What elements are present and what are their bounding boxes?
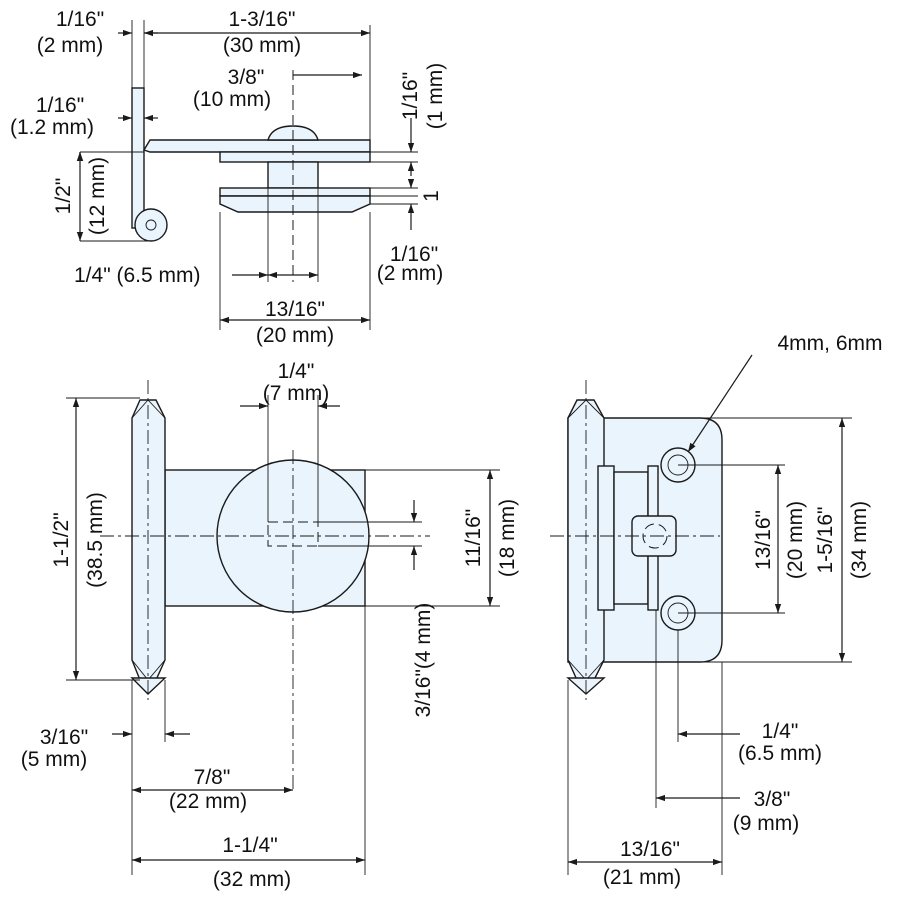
front-width-in: 1-1/4" — [222, 834, 277, 857]
side-base — [219, 195, 371, 213]
side-pin-thickness-mm: (2 mm) — [37, 34, 104, 57]
front-slot-width-mm: (7 mm) — [263, 382, 330, 405]
front-center-mm: (22 mm) — [169, 790, 247, 813]
side-view: 1/16" (2 mm) 1-3/16" (30 mm) 3/8" (10 mm… — [10, 8, 447, 347]
side-bottom-plate — [219, 187, 371, 197]
rear-width-mm: (21 mm) — [603, 866, 681, 889]
front-disc-mm: (18 mm) — [496, 499, 519, 577]
side-overall-width-mm: (30 mm) — [223, 34, 301, 57]
front-view: 1/4" (7 mm) 1-1/2" (38.5 mm) 11/16" (18 … — [21, 360, 519, 891]
side-pin-thickness-in: 1/16" — [56, 8, 104, 31]
front-pin-tip — [130, 677, 167, 695]
rear-clamp-edge — [597, 465, 615, 611]
rear-clamp-mm: (9 mm) — [733, 812, 800, 835]
front-center-in: 7/8" — [194, 766, 231, 789]
side-knuckle — [134, 208, 168, 242]
side-boss-width: 1/4" (6.5 mm) — [74, 264, 200, 287]
front-slot-height: 3/16"(4 mm) — [412, 603, 435, 718]
side-screw-offset-mm: (10 mm) — [193, 88, 271, 111]
rear-clamp-in: 3/8" — [754, 788, 791, 811]
side-bottom-plate-in: 1/16" — [390, 243, 438, 266]
side-top-plate-in: 1/16" — [399, 72, 422, 120]
front-height-mm: (38.5 mm) — [84, 492, 107, 588]
side-leaf — [131, 87, 145, 229]
side-plate-width-mm: (20 mm) — [256, 324, 334, 347]
side-knuckle-hole — [145, 219, 157, 231]
rear-hole-edge-in: 1/4" — [762, 720, 799, 743]
front-disc-in: 11/16" — [462, 509, 485, 567]
side-leaf-thickness-in: 1/16" — [36, 94, 84, 117]
front-slot-width-in: 1/4" — [278, 360, 315, 383]
rear-hole-spacing-mm: (20 mm) — [784, 501, 807, 579]
rear-width-in: 13/16" — [620, 838, 680, 861]
side-overall-width-in: 1-3/16" — [229, 8, 296, 31]
front-knuckle-in: 3/16" — [40, 726, 88, 749]
rear-hole-spacing-in: 13/16" — [752, 510, 775, 570]
front-pin — [131, 399, 166, 681]
side-top-plate — [219, 151, 371, 163]
side-bottom-plate-mm: (2 mm) — [377, 262, 444, 285]
side-top-plate-mm: (1 mm) — [424, 63, 447, 130]
front-knuckle-mm: (5 mm) — [21, 748, 88, 771]
side-gap: 1 — [420, 190, 443, 202]
side-leaf-thickness-mm: (1.2 mm) — [10, 116, 94, 139]
rear-view: 4mm, 6mm 13/16" (20 mm) 1-5/16" (34 mm) … — [550, 332, 883, 889]
side-height-in: 1/2" — [52, 178, 75, 215]
rear-hole-edge-mm: (6.5 mm) — [738, 742, 822, 765]
front-height-in: 1-1/2" — [50, 512, 73, 567]
rear-holes: 4mm, 6mm — [778, 332, 883, 355]
side-plate-width-in: 13/16" — [265, 298, 325, 321]
front-width-mm: (32 mm) — [213, 868, 291, 891]
rear-height-in: 1-5/16" — [814, 507, 837, 574]
side-screw-offset-in: 3/8" — [228, 66, 265, 89]
side-arm — [142, 139, 371, 153]
rear-height-mm: (34 mm) — [848, 501, 871, 579]
side-height-mm: (12 mm) — [86, 157, 109, 235]
